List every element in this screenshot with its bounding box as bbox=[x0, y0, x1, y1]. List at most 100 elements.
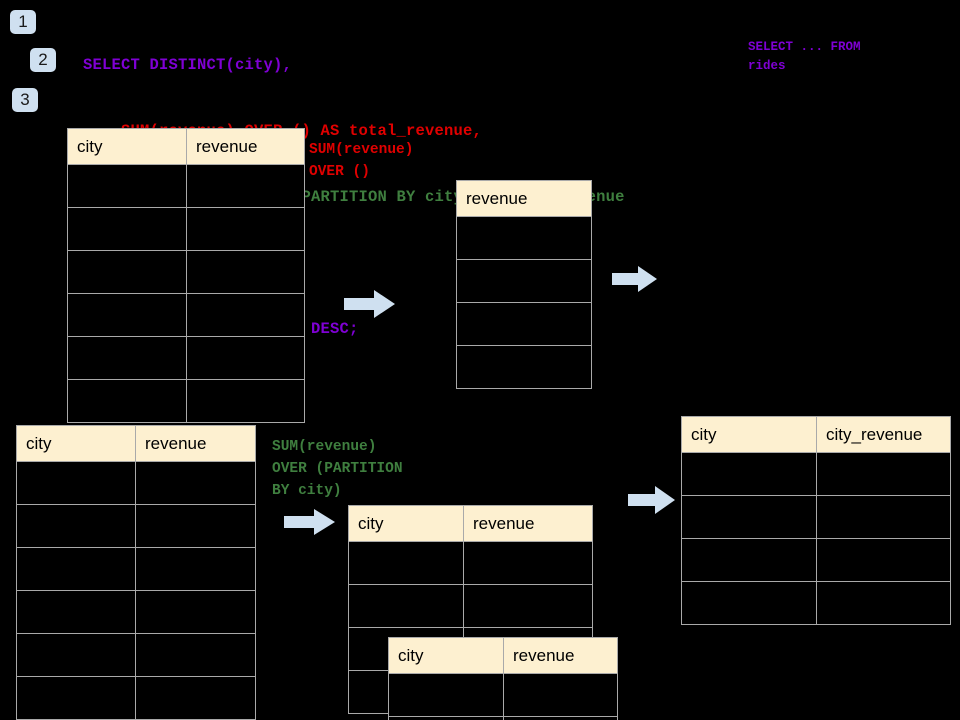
table-header-row: city revenue bbox=[388, 637, 618, 674]
cell-revenue bbox=[456, 302, 592, 346]
cell-revenue bbox=[456, 345, 592, 389]
cell-city bbox=[67, 336, 187, 380]
table-row bbox=[16, 590, 256, 634]
table-row bbox=[67, 293, 305, 337]
cell-city bbox=[67, 379, 187, 423]
cell-revenue bbox=[186, 379, 305, 423]
cell-city bbox=[67, 164, 187, 208]
table-partition-front: city revenue bbox=[388, 637, 618, 720]
table-header-row: city revenue bbox=[67, 128, 305, 165]
cell-city bbox=[681, 581, 817, 625]
column-header-revenue: revenue bbox=[456, 180, 592, 217]
table-total-revenue: revenue bbox=[456, 180, 592, 389]
cell-revenue bbox=[135, 633, 256, 677]
cell-city-revenue bbox=[816, 495, 951, 539]
table-row bbox=[348, 584, 593, 628]
cell-revenue bbox=[463, 541, 593, 585]
table-row bbox=[456, 345, 592, 389]
cell-revenue bbox=[135, 676, 256, 720]
table-row bbox=[16, 547, 256, 591]
table-partition-back: city revenue bbox=[348, 505, 593, 714]
cell-city bbox=[388, 673, 504, 717]
step-badge-2: 2 bbox=[30, 48, 56, 72]
cell-revenue bbox=[135, 461, 256, 505]
arrow-bottom-left-icon bbox=[284, 507, 336, 542]
column-header-city: city bbox=[348, 505, 464, 542]
cell-revenue bbox=[186, 336, 305, 380]
table-row bbox=[67, 379, 305, 423]
annotation-sum-over-partition: SUM(revenue) OVER (PARTITION BY city) bbox=[272, 439, 403, 499]
step-badge-1: 1 bbox=[10, 10, 36, 34]
table-header-row: revenue bbox=[456, 180, 592, 217]
table-row bbox=[67, 164, 305, 208]
cell-revenue bbox=[186, 293, 305, 337]
table-source-table-bottom: city revenue bbox=[16, 425, 256, 720]
cell-revenue bbox=[456, 216, 592, 260]
table-row bbox=[388, 716, 618, 720]
cell-city bbox=[681, 538, 817, 582]
column-header-city: city bbox=[16, 425, 136, 462]
column-header-city: city bbox=[388, 637, 504, 674]
table-row bbox=[16, 504, 256, 548]
table-header-row: city revenue bbox=[16, 425, 256, 462]
sql-line-1: SELECT DISTINCT(city), bbox=[83, 56, 293, 74]
table-row bbox=[67, 207, 305, 251]
table-row bbox=[681, 452, 951, 496]
column-header-revenue: revenue bbox=[186, 128, 305, 165]
table-header-row: city revenue bbox=[348, 505, 593, 542]
cell-city bbox=[16, 461, 136, 505]
cell-revenue bbox=[456, 259, 592, 303]
cell-city bbox=[16, 676, 136, 720]
cell-revenue bbox=[463, 584, 593, 628]
table-header-row: city city_revenue bbox=[681, 416, 951, 453]
column-header-city-revenue: city_revenue bbox=[816, 416, 951, 453]
cell-revenue bbox=[135, 547, 256, 591]
arrow-top-left-icon bbox=[344, 288, 396, 325]
cell-city-revenue bbox=[816, 581, 951, 625]
table-row bbox=[681, 495, 951, 539]
cell-revenue bbox=[503, 673, 618, 717]
column-header-revenue: revenue bbox=[135, 425, 256, 462]
table-row bbox=[388, 673, 618, 717]
table-row bbox=[67, 336, 305, 380]
table-row bbox=[16, 461, 256, 505]
table-row bbox=[456, 216, 592, 260]
cell-city bbox=[681, 452, 817, 496]
cell-city bbox=[681, 495, 817, 539]
annotation-sum-over-empty: SUM(revenue) OVER () bbox=[309, 142, 414, 180]
cell-revenue bbox=[186, 207, 305, 251]
column-header-revenue: revenue bbox=[463, 505, 593, 542]
cell-revenue bbox=[503, 716, 618, 720]
arrow-top-right-icon bbox=[612, 264, 658, 299]
table-row bbox=[681, 538, 951, 582]
table-row bbox=[16, 676, 256, 720]
cell-city bbox=[67, 207, 187, 251]
table-row bbox=[348, 541, 593, 585]
column-header-revenue: revenue bbox=[503, 637, 618, 674]
cell-city-revenue bbox=[816, 452, 951, 496]
cell-city bbox=[348, 541, 464, 585]
annotation-select-from-rides: SELECT ... FROM rides bbox=[748, 40, 861, 73]
arrow-bottom-right-icon bbox=[628, 484, 676, 521]
table-row bbox=[456, 302, 592, 346]
cell-city-revenue bbox=[816, 538, 951, 582]
cell-city bbox=[388, 716, 504, 720]
table-row bbox=[681, 581, 951, 625]
table-result: city city_revenue bbox=[681, 416, 951, 625]
step-badge-3: 3 bbox=[12, 88, 38, 112]
column-header-city: city bbox=[681, 416, 817, 453]
column-header-city: city bbox=[67, 128, 187, 165]
cell-city bbox=[67, 293, 187, 337]
cell-revenue bbox=[186, 250, 305, 294]
cell-city bbox=[348, 584, 464, 628]
table-row bbox=[67, 250, 305, 294]
cell-city bbox=[16, 590, 136, 634]
cell-revenue bbox=[186, 164, 305, 208]
table-row bbox=[456, 259, 592, 303]
cell-city bbox=[16, 547, 136, 591]
table-row bbox=[16, 633, 256, 677]
cell-city bbox=[16, 504, 136, 548]
cell-revenue bbox=[135, 590, 256, 634]
cell-city bbox=[67, 250, 187, 294]
